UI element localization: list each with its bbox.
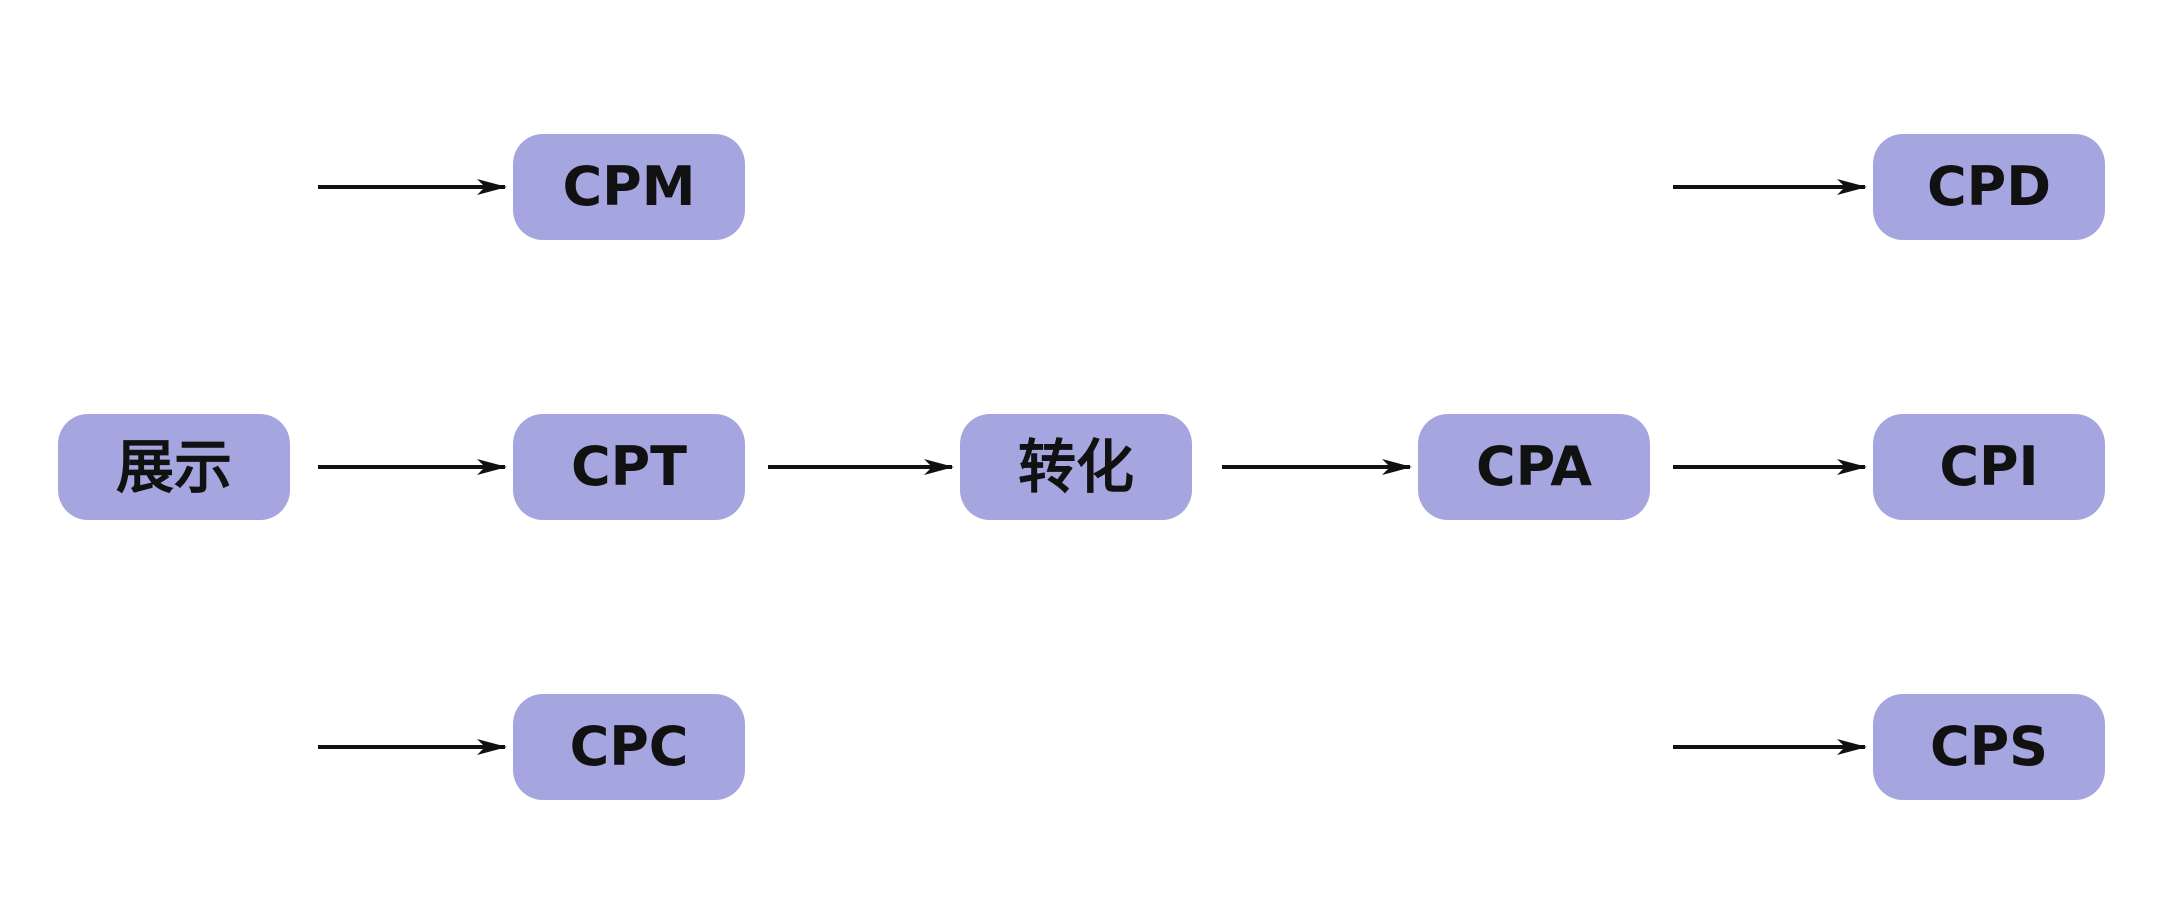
- node-label: 转化: [1017, 433, 1134, 501]
- node-cpc: CPC: [513, 694, 745, 800]
- node-label: CPS: [1929, 715, 2049, 778]
- node-label: CPI: [1939, 435, 2039, 498]
- node-label: CPD: [1926, 155, 2052, 218]
- node-label: CPA: [1475, 435, 1593, 498]
- node-label: CPC: [569, 715, 689, 778]
- node-label: 展示: [115, 433, 232, 501]
- node-label: CPM: [562, 155, 696, 218]
- node-cpi: CPI: [1873, 414, 2105, 520]
- node-zhuanhua: 转化: [960, 414, 1192, 520]
- node-zhanshi: 展示: [58, 414, 290, 520]
- node-cpd: CPD: [1873, 134, 2105, 240]
- node-label: CPT: [570, 435, 688, 498]
- node-cps: CPS: [1873, 694, 2105, 800]
- node-cpa: CPA: [1418, 414, 1650, 520]
- node-cpm: CPM: [513, 134, 745, 240]
- node-cpt: CPT: [513, 414, 745, 520]
